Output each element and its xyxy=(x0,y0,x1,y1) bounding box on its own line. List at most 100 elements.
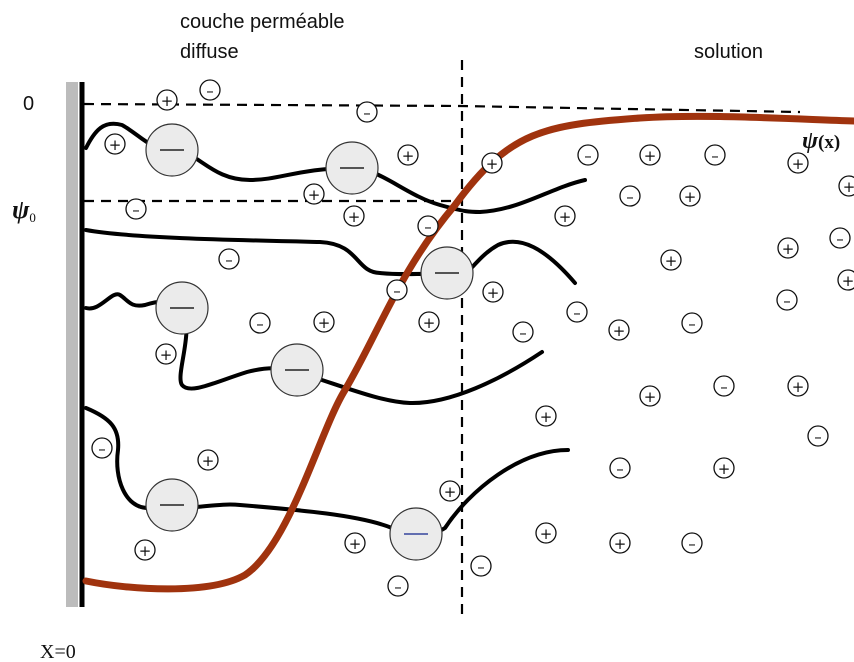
ion-layer: + – – + + + – + – + + – + + – + – + – – + – + + – + – + – – + + – + + + – + – –… xyxy=(91,79,854,597)
positive-ion-icon: + xyxy=(397,144,419,166)
negative-ion-icon: – xyxy=(619,185,641,207)
potential-curve xyxy=(82,112,854,593)
psi0-subscript: 0 xyxy=(29,210,36,225)
negative-ion-icon: – xyxy=(577,144,599,166)
positive-ion-glyph: + xyxy=(613,322,626,340)
negative-ion-glyph: – xyxy=(256,315,264,333)
positive-ion-icon: + xyxy=(197,449,219,471)
negative-ion-glyph: – xyxy=(836,230,844,248)
positive-ion-glyph: + xyxy=(782,240,795,258)
negative-ion-glyph: – xyxy=(688,315,696,333)
positive-ion-glyph: + xyxy=(487,284,500,302)
negative-ion-icon: – xyxy=(386,279,408,301)
positive-ion-glyph: + xyxy=(161,92,174,110)
positive-ion-glyph: + xyxy=(843,178,854,196)
negative-ion-icon: – xyxy=(512,321,534,343)
positive-ion-icon: + xyxy=(639,385,661,407)
positive-ion-icon: + xyxy=(608,319,630,341)
positive-ion-glyph: + xyxy=(684,188,697,206)
negative-ion-glyph: – xyxy=(573,304,581,322)
positive-ion-glyph: + xyxy=(308,186,321,204)
positive-ion-icon: + xyxy=(156,89,178,111)
negative-ion-glyph: – xyxy=(783,292,791,310)
fixed-charge-icon xyxy=(325,141,379,195)
negative-ion-glyph: – xyxy=(711,147,719,165)
negative-ion-icon: – xyxy=(704,144,726,166)
positive-ion-glyph: + xyxy=(792,155,805,173)
positive-ion-glyph: + xyxy=(644,147,657,165)
psix-argument: (x) xyxy=(818,132,840,153)
negative-ion-glyph: – xyxy=(98,440,106,458)
positive-ion-glyph: + xyxy=(559,208,572,226)
psix-symbol: ψ xyxy=(802,128,819,154)
fixed-charge-icon xyxy=(389,507,443,561)
negative-ion-glyph: – xyxy=(477,558,485,576)
polymer-chain xyxy=(84,228,577,285)
positive-ion-glyph: + xyxy=(402,147,415,165)
negative-ion-icon: – xyxy=(218,248,240,270)
positive-ion-glyph: + xyxy=(540,525,553,543)
positive-ion-glyph: + xyxy=(718,460,731,478)
negative-ion-icon: – xyxy=(566,301,588,323)
negative-ion-icon: – xyxy=(681,312,703,334)
negative-ion-icon: – xyxy=(829,227,851,249)
positive-ion-glyph: + xyxy=(348,208,361,226)
negative-ion-glyph: – xyxy=(814,428,822,446)
negative-ion-icon: – xyxy=(387,575,409,597)
negative-ion-glyph: – xyxy=(626,188,634,206)
positive-ion-icon: + xyxy=(535,405,557,427)
negative-ion-icon: – xyxy=(417,215,439,237)
zero-level-label: 0 xyxy=(23,93,34,115)
negative-ion-glyph: – xyxy=(720,378,728,396)
positive-ion-glyph: + xyxy=(665,252,678,270)
negative-ion-icon: – xyxy=(249,312,271,334)
positive-ion-icon: + xyxy=(303,183,325,205)
positive-ion-icon: + xyxy=(343,205,365,227)
negative-ion-glyph: – xyxy=(206,82,214,100)
polymer-chain xyxy=(84,121,587,214)
positive-ion-icon: + xyxy=(639,144,661,166)
zero-potential-dashed-line xyxy=(83,102,801,114)
layer-label-line2: diffuse xyxy=(180,41,239,63)
positive-ion-icon: + xyxy=(134,539,156,561)
negative-ion-icon: – xyxy=(681,532,703,554)
negative-ion-icon: – xyxy=(91,437,113,459)
positive-ion-icon: + xyxy=(713,457,735,479)
positive-ion-glyph: + xyxy=(792,378,805,396)
positive-ion-glyph: + xyxy=(318,314,331,332)
negative-ion-icon: – xyxy=(470,555,492,577)
solution-label: solution xyxy=(694,41,763,63)
positive-ion-icon: + xyxy=(344,532,366,554)
negative-ion-glyph: – xyxy=(363,104,371,122)
negative-ion-glyph: – xyxy=(393,282,401,300)
layer-label-line1: couche perméable xyxy=(180,11,345,33)
negative-ion-icon: – xyxy=(776,289,798,311)
positive-ion-icon: + xyxy=(104,133,126,155)
positive-ion-icon: + xyxy=(155,343,177,365)
positive-ion-icon: + xyxy=(439,480,461,502)
positive-ion-icon: + xyxy=(787,152,809,174)
positive-ion-icon: + xyxy=(535,522,557,544)
negative-ion-icon: – xyxy=(713,375,735,397)
negative-ion-icon: – xyxy=(125,198,147,220)
positive-ion-glyph: + xyxy=(139,542,152,560)
positive-ion-icon: + xyxy=(837,269,854,291)
polymer-chain xyxy=(84,406,570,537)
positive-ion-glyph: + xyxy=(109,136,122,154)
surface-wall xyxy=(66,82,78,607)
negative-ion-glyph: – xyxy=(616,460,624,478)
positive-ion-icon: + xyxy=(838,175,854,197)
positive-ion-glyph: + xyxy=(644,388,657,406)
positive-ion-icon: + xyxy=(777,237,799,259)
positive-ion-icon: + xyxy=(481,152,503,174)
positive-ion-icon: + xyxy=(482,281,504,303)
positive-ion-glyph: + xyxy=(614,535,627,553)
positive-ion-icon: + xyxy=(609,532,631,554)
negative-ion-glyph: – xyxy=(584,147,592,165)
negative-ion-glyph: – xyxy=(394,578,402,596)
negative-ion-icon: – xyxy=(807,425,829,447)
positive-ion-icon: + xyxy=(418,311,440,333)
negative-ion-glyph: – xyxy=(132,201,140,219)
fixed-charge-icon xyxy=(145,123,199,177)
